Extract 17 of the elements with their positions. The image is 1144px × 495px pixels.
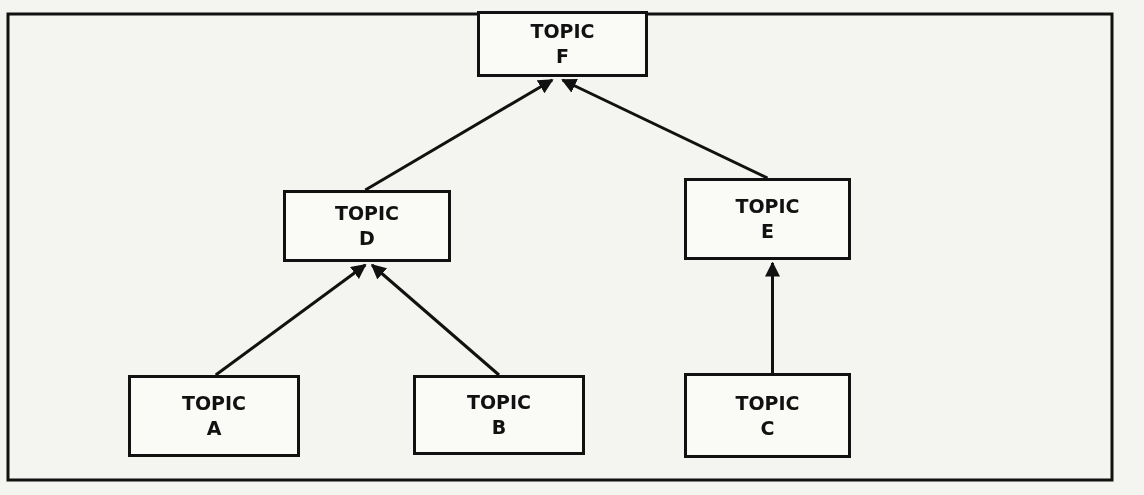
arrow: [214, 263, 367, 377]
topic-box: [128, 375, 300, 457]
topic-box: [283, 190, 451, 262]
topic-label: TOPIC E: [734, 194, 801, 244]
topic-box: [684, 373, 851, 458]
topic-label: TOPIC C: [734, 390, 801, 441]
arrow: [370, 263, 500, 377]
topic-box: [684, 178, 851, 260]
arrow: [765, 261, 780, 373]
arrow: [364, 78, 554, 192]
topic-label: TOPIC A: [180, 391, 248, 441]
arrow: [561, 78, 769, 180]
topic-label: TOPIC B: [465, 390, 533, 440]
topic-label: TOPIC F: [529, 19, 596, 69]
topic-label: TOPIC D: [333, 201, 401, 251]
topic-box: [477, 11, 648, 77]
topic-box: [413, 375, 585, 455]
